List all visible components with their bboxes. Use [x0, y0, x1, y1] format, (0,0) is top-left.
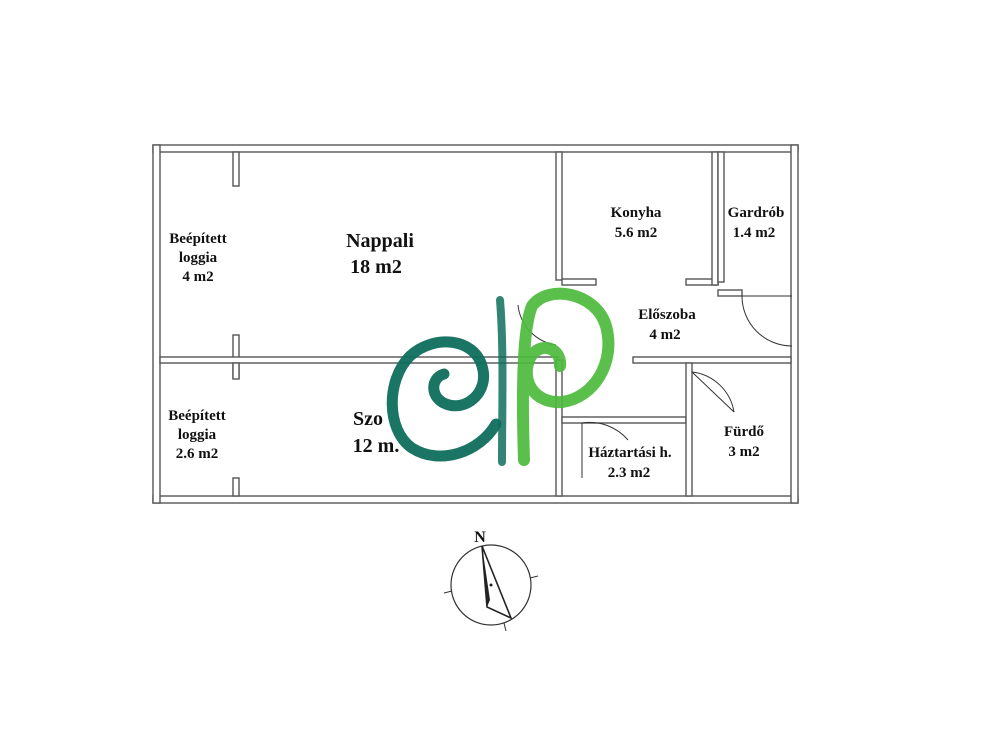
room-loggia-bottom-line1: Beépített	[168, 408, 225, 424]
room-konyha-area: 5.6 m2	[615, 225, 658, 241]
room-szoba-area: 12 m.	[353, 435, 400, 457]
room-furdo-name: Fürdő	[724, 424, 765, 440]
door-furdo	[691, 371, 735, 413]
room-loggia-bottom: Beépített loggia 2.6 m2	[168, 408, 225, 462]
room-nappali-name: Nappali	[346, 230, 414, 252]
room-furdo: Fürdő 3 m2	[724, 424, 765, 460]
walls	[152, 144, 799, 504]
room-loggia-top-area: 4 m2	[182, 269, 213, 285]
logo-spiral-dark-stem	[496, 296, 507, 466]
room-furdo-area: 3 m2	[728, 444, 759, 460]
room-loggia-bottom-area: 2.6 m2	[176, 446, 219, 462]
watermark-logo	[386, 287, 615, 466]
room-gardrob: Gardrób 1.4 m2	[728, 205, 785, 241]
compass-north-label: N	[474, 529, 486, 546]
logo-spiral-light	[516, 287, 615, 466]
room-szoba: Szo 12 m.	[353, 408, 400, 457]
room-loggia-top: Beépített loggia 4 m2	[169, 231, 226, 285]
room-gardrob-name: Gardrób	[728, 205, 785, 221]
room-nappali-area: 18 m2	[350, 256, 402, 278]
room-haztartasi-name: Háztartási h.	[588, 445, 672, 461]
room-eloszoba-name: Előszoba	[638, 307, 696, 323]
room-konyha-name: Konyha	[611, 205, 662, 221]
room-nappali: Nappali 18 m2	[346, 230, 414, 278]
room-loggia-top-line1: Beépített	[169, 231, 226, 247]
room-eloszoba-area: 4 m2	[649, 327, 680, 343]
room-haztartasi-area: 2.3 m2	[608, 465, 651, 481]
room-gardrob-area: 1.4 m2	[733, 225, 776, 241]
compass-circle	[450, 544, 532, 626]
room-haztartasi: Háztartási h. 2.3 m2	[588, 445, 672, 481]
room-szoba-name: Szo	[353, 408, 383, 430]
room-konyha: Konyha 5.6 m2	[611, 205, 662, 241]
door-gardrob	[741, 295, 793, 347]
logo-spiral-dark	[386, 336, 502, 462]
room-loggia-bottom-line2: loggia	[178, 427, 217, 443]
room-eloszoba: Előszoba 4 m2	[638, 307, 696, 343]
room-loggia-top-line2: loggia	[179, 250, 218, 266]
door-haztartasi	[581, 421, 629, 478]
compass: N	[443, 529, 539, 632]
